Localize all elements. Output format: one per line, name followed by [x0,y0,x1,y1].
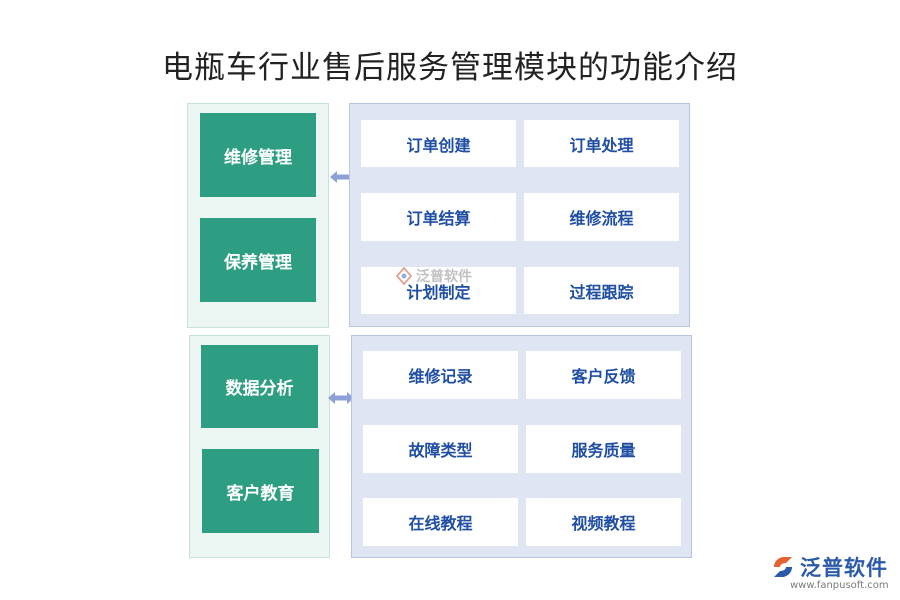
group-2-cell-3: 故障类型 [363,425,518,473]
watermark-text: 泛普软件 [416,269,472,285]
brand-logo-text: 泛普软件 [800,556,888,580]
brand-logo: 泛普软件 [770,552,888,582]
watermark-logo-icon [395,267,413,285]
group-2-cell-6: 视频教程 [526,498,681,546]
watermark: 泛普软件 [395,266,472,286]
group-2-item-1: 数据分析 [201,345,318,428]
group-1-cell-6: 过程跟踪 [524,267,679,314]
group-1-item-2: 保养管理 [200,218,316,302]
page-title: 电瓶车行业售后服务管理模块的功能介绍 [162,50,738,86]
group-2-item-2: 客户教育 [202,449,319,533]
group-1-cell-1: 订单创建 [361,120,516,167]
group-1-cell-4: 维修流程 [524,193,679,241]
group-2-cell-1: 维修记录 [363,351,518,399]
group-1-cell-5: 计划制定 [361,267,516,314]
group-1-item-1: 维修管理 [200,113,316,197]
group-2-cell-2: 客户反馈 [526,351,681,399]
brand-logo-icon [774,557,792,577]
group-2-cell-5: 在线教程 [363,498,518,546]
brand-logo-url: www.fanpusoft.com [790,580,889,591]
group-1-cell-3: 订单结算 [361,193,516,241]
group-2-cell-4: 服务质量 [526,425,681,473]
group-1-cell-2: 订单处理 [524,120,679,167]
group-2-connector-icon [328,392,354,404]
